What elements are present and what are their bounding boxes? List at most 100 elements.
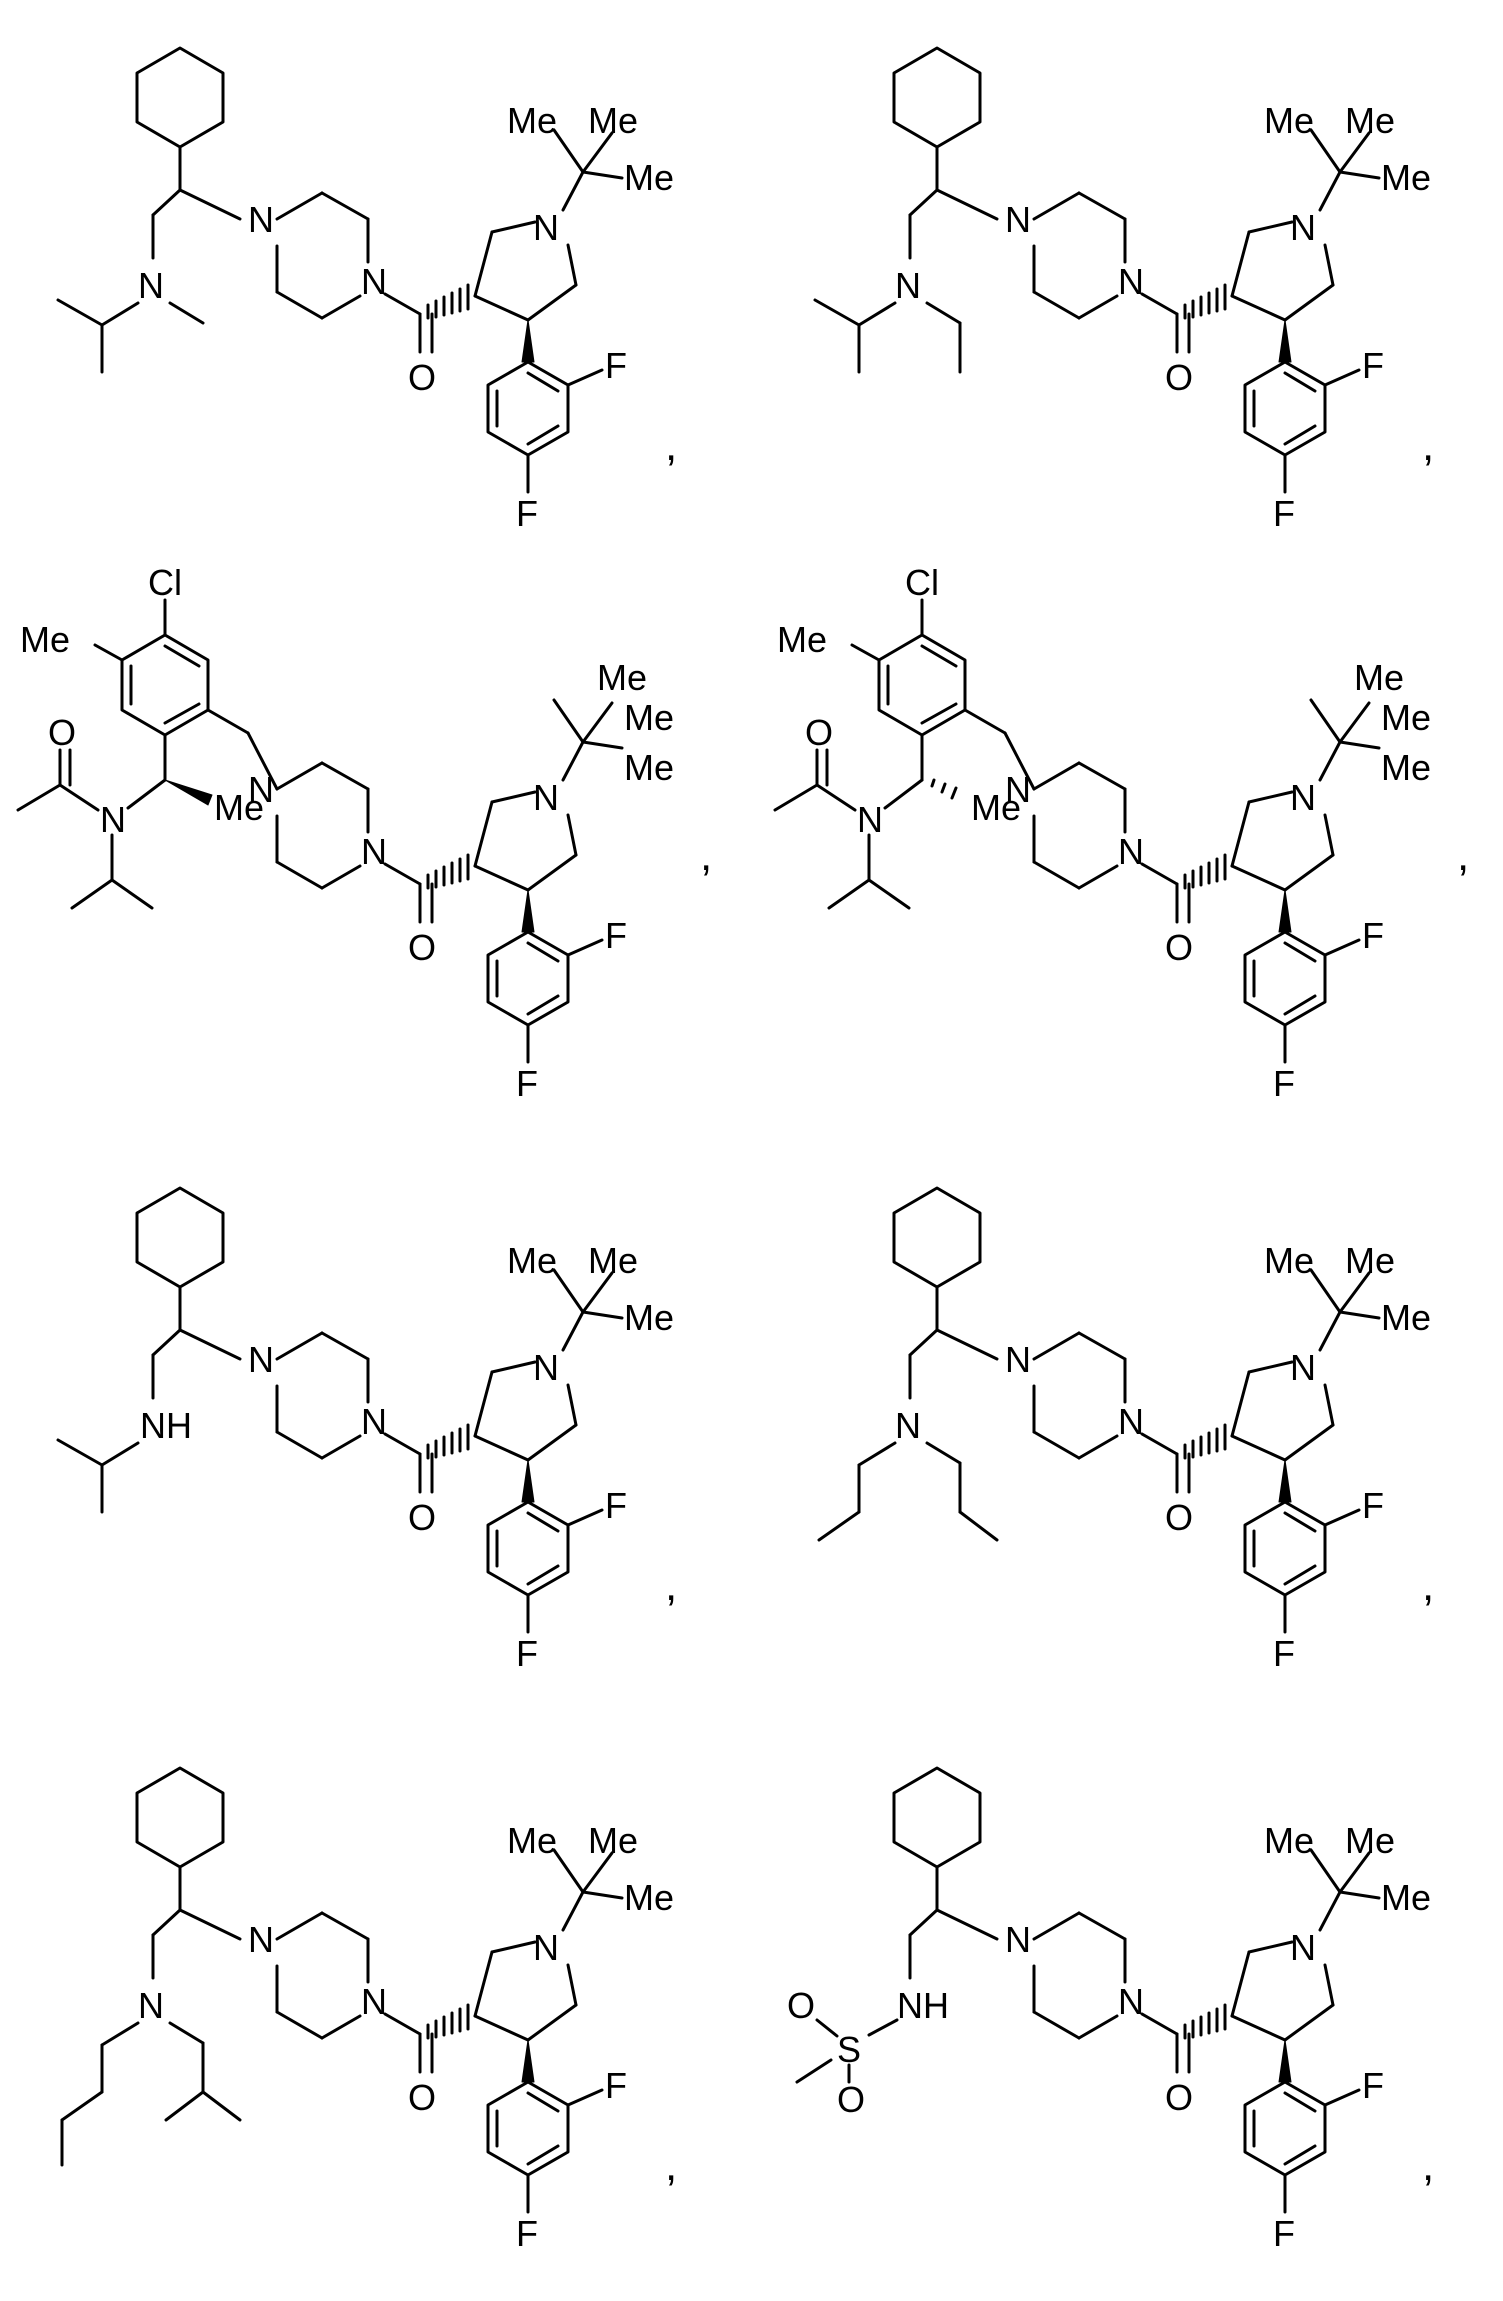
atom-f: F bbox=[1273, 1633, 1295, 1674]
atom-s: S bbox=[837, 2029, 861, 2070]
atom-o: O bbox=[837, 2079, 865, 2120]
atom-o: O bbox=[408, 1497, 436, 1538]
atom-o: O bbox=[48, 712, 76, 753]
separator: , bbox=[665, 421, 677, 470]
structure-1: N N N N O Me Me Me F F , bbox=[58, 48, 677, 534]
atom-o: O bbox=[787, 1985, 815, 2026]
atom-o: O bbox=[1165, 1497, 1193, 1538]
atom-n: N bbox=[100, 799, 126, 840]
atom-f: F bbox=[516, 1633, 538, 1674]
atom-me: Me bbox=[624, 1877, 674, 1918]
atom-n: N bbox=[361, 1401, 387, 1442]
atom-n: N bbox=[1005, 199, 1031, 240]
atom-f: F bbox=[605, 1485, 627, 1526]
atom-n: N bbox=[533, 207, 559, 248]
atom-n: N bbox=[361, 831, 387, 872]
atom-f: F bbox=[1273, 1063, 1295, 1104]
atom-n: N bbox=[895, 265, 921, 306]
structure-3: Cl Me O N Me N N N O Me Me Me F F , bbox=[18, 562, 712, 1104]
atom-me: Me bbox=[1345, 1820, 1395, 1861]
atom-f: F bbox=[1362, 345, 1384, 386]
atom-me: Me bbox=[1381, 1297, 1431, 1338]
atom-n: N bbox=[138, 1985, 164, 2026]
atom-f: F bbox=[1273, 2213, 1295, 2254]
atom-me: Me bbox=[1354, 657, 1404, 698]
separator: , bbox=[700, 831, 712, 880]
atom-n: N bbox=[1118, 831, 1144, 872]
atom-me: Me bbox=[588, 1240, 638, 1281]
atom-n: N bbox=[1290, 207, 1316, 248]
atom-me: Me bbox=[1264, 1240, 1314, 1281]
atom-n: N bbox=[1005, 1339, 1031, 1380]
structure-2: N N N N O Me Me Me F F , bbox=[815, 48, 1434, 534]
atom-me: Me bbox=[20, 619, 70, 660]
separator: , bbox=[1422, 2141, 1434, 2190]
atom-n: N bbox=[361, 1981, 387, 2022]
atom-me: Me bbox=[507, 1820, 557, 1861]
atom-me: Me bbox=[624, 157, 674, 198]
atom-f: F bbox=[516, 493, 538, 534]
atom-me: Me bbox=[1381, 1877, 1431, 1918]
atom-n: N bbox=[361, 261, 387, 302]
atom-o: O bbox=[1165, 927, 1193, 968]
structure-4: Cl Me O N Me N N N O Me Me Me F F , bbox=[775, 562, 1469, 1104]
atom-me: Me bbox=[1345, 1240, 1395, 1281]
atom-me: Me bbox=[507, 100, 557, 141]
atom-me: Me bbox=[1381, 157, 1431, 198]
atom-o: O bbox=[408, 2077, 436, 2118]
atom-n: N bbox=[248, 769, 274, 810]
atom-n: N bbox=[1005, 1919, 1031, 1960]
atom-f: F bbox=[1362, 1485, 1384, 1526]
separator: , bbox=[1457, 831, 1469, 880]
atom-o: O bbox=[408, 357, 436, 398]
atom-nh: NH bbox=[897, 1985, 949, 2026]
atom-n: N bbox=[1118, 261, 1144, 302]
atom-me: Me bbox=[588, 100, 638, 141]
atom-f: F bbox=[516, 2213, 538, 2254]
atom-n: N bbox=[1290, 777, 1316, 818]
atom-n: N bbox=[248, 199, 274, 240]
structure-6: N N N N O Me Me Me F F , bbox=[819, 1188, 1434, 1674]
atom-f: F bbox=[605, 915, 627, 956]
atom-o: O bbox=[1165, 2077, 1193, 2118]
atom-n: N bbox=[1290, 1927, 1316, 1968]
atom-me: Me bbox=[1381, 697, 1431, 738]
separator: , bbox=[665, 2141, 677, 2190]
atom-f: F bbox=[1362, 915, 1384, 956]
atom-n: N bbox=[1290, 1347, 1316, 1388]
atom-me: Me bbox=[1264, 100, 1314, 141]
atom-me: Me bbox=[1381, 747, 1431, 788]
atom-f: F bbox=[605, 2065, 627, 2106]
atom-n: N bbox=[857, 799, 883, 840]
atom-cl: Cl bbox=[148, 562, 182, 603]
atom-o: O bbox=[805, 712, 833, 753]
separator: , bbox=[665, 1561, 677, 1610]
atom-n: N bbox=[533, 1347, 559, 1388]
atom-f: F bbox=[516, 1063, 538, 1104]
separator: , bbox=[1422, 421, 1434, 470]
structure-5: NH N N N O Me Me Me F F , bbox=[58, 1188, 677, 1674]
atom-me: Me bbox=[507, 1240, 557, 1281]
atom-n: N bbox=[248, 1339, 274, 1380]
atom-n: N bbox=[248, 1919, 274, 1960]
atom-n: N bbox=[138, 265, 164, 306]
structure-7: N N N N O Me Me Me F F , bbox=[62, 1768, 677, 2254]
atom-o: O bbox=[1165, 357, 1193, 398]
atom-me: Me bbox=[624, 747, 674, 788]
atom-f: F bbox=[605, 345, 627, 386]
atom-n: N bbox=[1118, 1981, 1144, 2022]
atom-me: Me bbox=[1264, 1820, 1314, 1861]
atom-nh: NH bbox=[140, 1405, 192, 1446]
atom-n: N bbox=[1005, 769, 1031, 810]
atom-me: Me bbox=[624, 697, 674, 738]
atom-me: Me bbox=[588, 1820, 638, 1861]
atom-cl: Cl bbox=[905, 562, 939, 603]
atom-n: N bbox=[533, 777, 559, 818]
atom-n: N bbox=[895, 1405, 921, 1446]
atom-n: N bbox=[533, 1927, 559, 1968]
structure-8: NH S O O N N N O Me Me Me F F , bbox=[787, 1768, 1434, 2254]
atom-f: F bbox=[1273, 493, 1295, 534]
atom-me: Me bbox=[1345, 100, 1395, 141]
atom-o: O bbox=[408, 927, 436, 968]
